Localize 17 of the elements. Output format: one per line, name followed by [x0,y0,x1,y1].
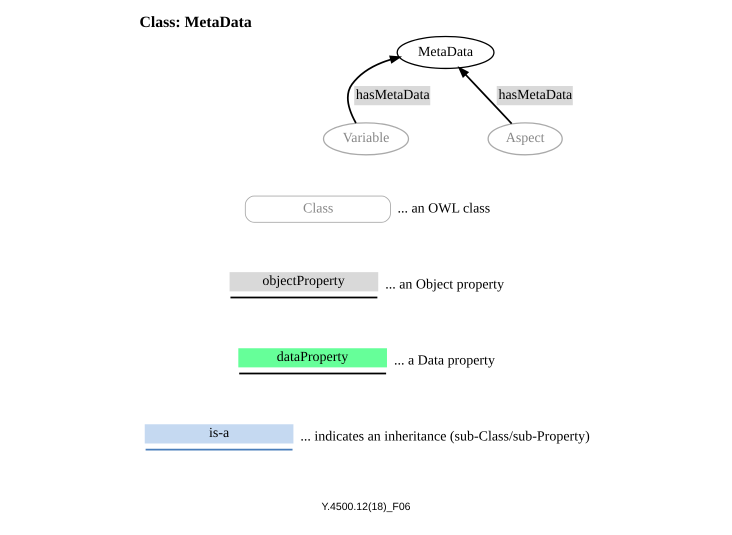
node-ellipse: Aspect [487,122,563,156]
legend-label: ... an Object property [385,278,504,293]
label: objectProperty [262,274,345,290]
diagram-title: Class: MetaData [139,14,252,32]
edge-label: hasMetaData [356,88,430,103]
label: Y.4500.12(18)_F06 [322,502,410,514]
label: Class [303,201,334,216]
legend-label: ... a Data property [394,354,495,369]
node-ellipse: MetaData [396,36,495,70]
arrow [458,66,512,124]
label: is-a [209,426,230,442]
legend-label: ... an OWL class [397,201,490,216]
edge-label: hasMetaData [498,88,572,103]
node-ellipse: Variable [322,122,410,156]
legend-label: ... indicates an inheritance (sub-Class/sub-Property) [300,430,590,445]
arrow [347,56,402,124]
label: dataProperty [276,350,348,366]
